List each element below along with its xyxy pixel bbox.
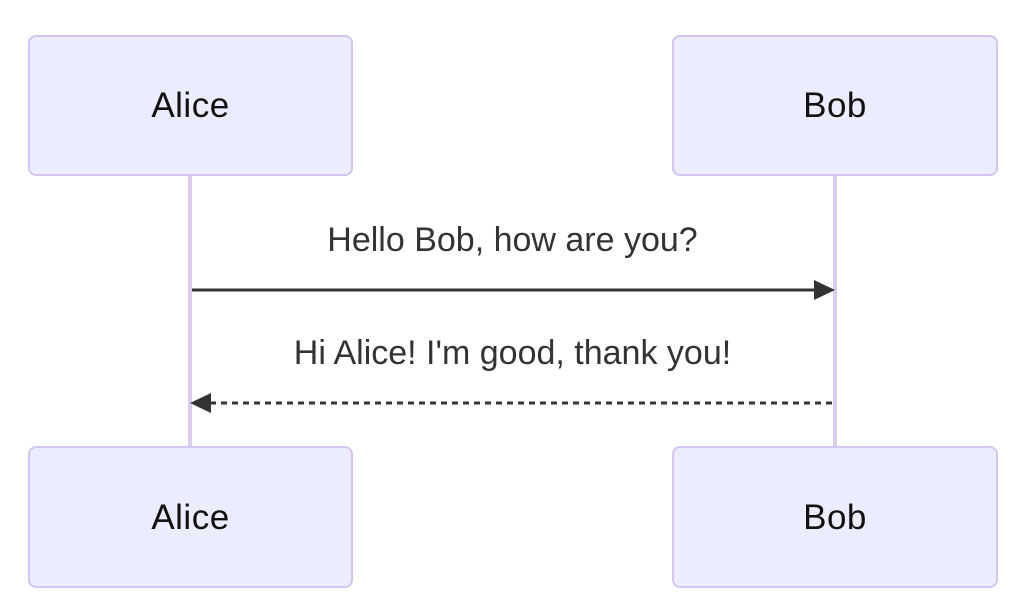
actor-box-bob-bottom: Bob (672, 446, 998, 588)
actor-box-alice-bottom: Alice (28, 446, 353, 588)
actor-label-alice-bottom: Alice (151, 497, 230, 537)
message-arrow-2-head (190, 393, 211, 413)
actor-label-bob-bottom: Bob (803, 497, 867, 537)
message-label-2: Hi Alice! I'm good, thank you! (293, 334, 732, 372)
message-label-1: Hello Bob, how are you? (327, 221, 698, 259)
actor-label-bob-top: Bob (803, 86, 867, 125)
actor-box-alice-top: Alice (28, 35, 353, 176)
lifeline-alice (188, 176, 192, 446)
actor-box-bob-top: Bob (672, 35, 998, 176)
actor-label-alice-top: Alice (151, 86, 230, 125)
message-arrow-1-head (814, 280, 835, 300)
lifeline-bob (833, 176, 837, 446)
